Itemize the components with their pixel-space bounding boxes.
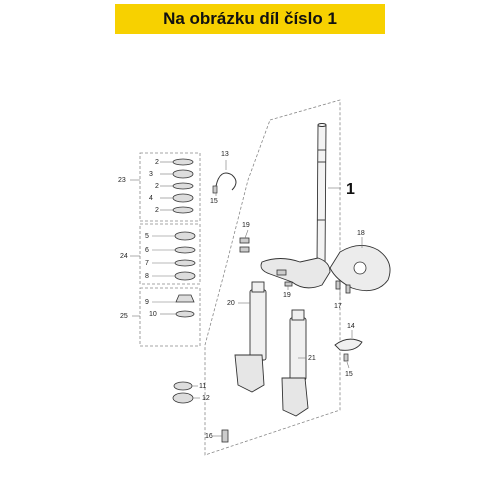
label-18: 18 — [357, 230, 365, 237]
label-5: 5 — [145, 233, 149, 240]
label-21: 21 — [308, 355, 316, 362]
banner-title: Na obrázku díl číslo 1 — [163, 9, 337, 28]
plate-hole — [353, 261, 367, 275]
screw-15-top — [212, 185, 218, 194]
label-17: 17 — [334, 303, 342, 310]
assembly-outline — [204, 99, 341, 456]
screw-15-right — [343, 353, 349, 362]
label-16: 16 — [205, 433, 213, 440]
bolt-16 — [221, 429, 229, 443]
group-box-24 — [139, 223, 201, 285]
label-3: 3 — [149, 171, 153, 178]
leader-lines — [130, 160, 363, 437]
fork-tube-right — [281, 309, 309, 417]
label-15a: 15 — [210, 198, 218, 205]
label-23: 23 — [118, 177, 126, 184]
label-15b: 15 — [345, 371, 353, 378]
label-7: 7 — [145, 260, 149, 267]
label-24: 24 — [120, 253, 128, 260]
group-box-25 — [139, 287, 201, 347]
bearing-parts-24 — [174, 231, 196, 281]
label-10: 10 — [149, 311, 157, 318]
label-12: 12 — [202, 395, 210, 402]
group-box-23 — [139, 152, 201, 222]
fork-tube-left — [234, 281, 267, 393]
label-25: 25 — [120, 313, 128, 320]
triple-clamp — [260, 257, 331, 289]
screws-17 — [335, 280, 351, 294]
label-11: 11 — [199, 383, 206, 390]
label-9: 9 — [145, 299, 149, 306]
bearing-parts-25 — [175, 294, 195, 318]
label-20: 20 — [227, 300, 235, 307]
steering-column — [316, 123, 327, 266]
label-8: 8 — [145, 273, 149, 280]
label-1: 1 — [346, 181, 355, 198]
label-4: 4 — [149, 195, 153, 202]
label-19b: 19 — [283, 292, 291, 299]
label-13: 13 — [221, 151, 229, 158]
title-banner: Na obrázku díl číslo 1 — [115, 4, 385, 34]
label-19a: 19 — [242, 222, 250, 229]
bearing-parts-11-12 — [172, 381, 194, 404]
clip-14 — [334, 338, 363, 351]
label-2b: 2 — [155, 183, 159, 190]
bearing-parts-23 — [172, 158, 194, 214]
label-2c: 2 — [155, 207, 159, 214]
bolts-19 — [239, 237, 293, 287]
clip-13 — [215, 172, 237, 191]
label-14: 14 — [347, 323, 355, 330]
label-6: 6 — [145, 247, 149, 254]
label-2a: 2 — [155, 159, 159, 166]
